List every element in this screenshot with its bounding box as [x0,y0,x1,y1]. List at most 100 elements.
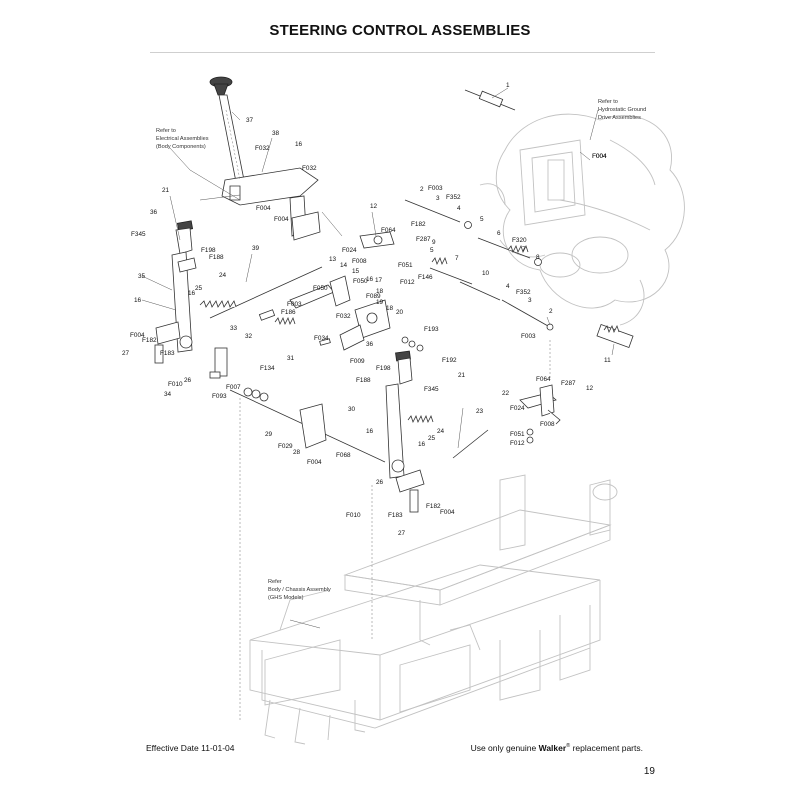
callout-F010: F010 [346,512,361,519]
callout-F007: F007 [226,384,241,391]
callout-26: 26 [184,377,192,384]
title-divider [150,52,655,53]
callout-11: 11 [604,357,611,364]
callout-36: 36 [366,341,374,348]
callout-F188: F188 [356,377,371,384]
callout-6: 6 [497,230,501,237]
callout-5: 5 [430,247,434,254]
callout-16: 16 [188,290,196,297]
callout-F034: F034 [314,335,329,342]
callout-3: 3 [528,297,532,304]
right-control-lever [299,350,425,513]
callout-36: 36 [150,209,158,216]
callout-9: 9 [432,239,436,246]
callout-7: 7 [455,255,459,262]
callout-12: 12 [370,203,378,210]
footer-brand: Walker [538,743,567,753]
hydrostatic-drive-ghost [479,113,685,326]
callout-F051: F051 [398,262,413,269]
callout-F064: F064 [536,376,551,383]
callout-F024: F024 [342,247,357,254]
note-chassis-line2: Body / Chassis Assembly [268,587,331,593]
callout-14: 14 [340,262,348,269]
footer-suffix: replacement parts. [570,743,643,753]
callout-24: 24 [219,272,227,279]
callout-F032: F032 [302,165,317,172]
steering-lever-37 [209,76,245,183]
callout-F198: F198 [376,365,391,372]
callout-38: 38 [272,130,280,137]
callout-F068: F068 [336,452,351,459]
callout-F320: F320 [512,237,527,244]
callout-F183: F183 [388,512,403,519]
callout-21: 21 [162,187,170,194]
callout-F012: F012 [400,279,415,286]
callout-F032: F032 [255,145,270,152]
callout-12: 12 [586,385,594,392]
washers [209,336,424,402]
note-chassis-line1: Refer [268,579,282,585]
callout-27: 27 [398,530,406,537]
callout-F134: F134 [260,365,275,372]
callout-F010: F010 [168,381,183,388]
callout-18: 18 [386,305,394,312]
callout-F287: F287 [416,236,431,243]
callout-16: 16 [418,441,426,448]
right-tie-rods [404,89,634,348]
callout-F352: F352 [446,194,461,201]
lever-bracket-38 [199,167,321,241]
callout-F029: F029 [278,443,293,450]
callout-4: 4 [506,283,510,290]
callout-F004: F004 [592,153,607,160]
callout-F003: F003 [521,333,536,340]
callout-F093: F093 [212,393,227,400]
callout-F146: F146 [418,274,433,281]
callout-2: 2 [420,186,424,193]
callout-1: 1 [506,82,510,89]
callout-F012: F012 [510,440,525,447]
callout-F064: F064 [381,227,396,234]
callout-5: 5 [480,216,484,223]
right-bracket-22 [519,384,561,444]
note-electrical-line2: Electrical Assemblies [156,136,209,142]
callout-29: 29 [265,431,273,438]
callout-33: 33 [230,325,238,332]
callout-F089: F089 [366,293,381,300]
springs [199,300,434,424]
callout-13: 13 [329,256,337,263]
page-number: 19 [643,766,655,777]
leader-lines [141,87,615,720]
callout-16: 16 [366,428,374,435]
callout-4: 4 [457,205,461,212]
callout-F182: F182 [411,221,426,228]
callout-15: 15 [352,268,360,275]
callout-30: 30 [348,406,356,413]
note-hydrostatic-line1: Refer to [598,99,618,105]
callout-F004: F004 [274,216,289,223]
callout-27: 27 [122,350,130,357]
callout-F051: F051 [510,431,525,438]
callout-3: 3 [436,195,440,202]
note-chassis-line3: (GHS Models) [268,595,304,601]
callout-2: 2 [549,308,553,315]
callout-21: 21 [458,372,466,379]
callout-F193: F193 [424,326,439,333]
callout-F004: F004 [440,509,455,516]
callout-F032: F032 [336,313,351,320]
callout-39: 39 [252,245,260,252]
callout-25: 25 [195,285,203,292]
note-electrical-line1: Refer to [156,128,176,134]
callout-F183: F183 [160,350,175,357]
callout-labels: 1 37 38 F032 16 F032 F004 F004 F004 21 3… [122,82,611,537]
callout-31: 31 [287,355,295,362]
callout-16: 16 [295,141,303,148]
effective-date: Effective Date 11-01-04 [146,743,235,753]
callout-32: 32 [245,333,253,340]
callout-19: 19 [376,299,384,306]
callout-37: 37 [246,117,254,124]
callout-F004: F004 [592,153,607,160]
callout-17: 17 [375,277,383,284]
footer-tagline: Use only genuine Walker® replacement par… [471,743,643,753]
callout-F009: F009 [350,358,365,365]
